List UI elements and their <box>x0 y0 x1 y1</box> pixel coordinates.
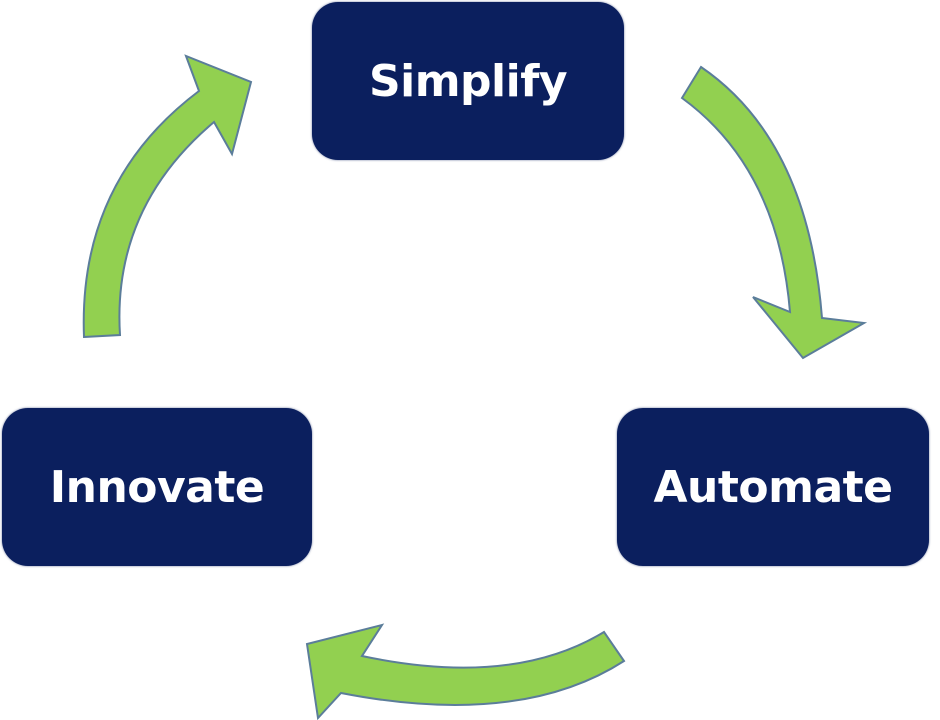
arrow-automate-to-innovate <box>305 623 626 720</box>
arrow-simplify-to-automate <box>680 65 868 360</box>
node-simplify-label: Simplify <box>368 55 568 107</box>
node-innovate: Innovate <box>2 408 312 566</box>
node-simplify: Simplify <box>312 2 624 160</box>
node-automate-label: Automate <box>653 461 893 513</box>
node-automate: Automate <box>617 408 929 566</box>
node-innovate-label: Innovate <box>49 461 265 513</box>
arrow-innovate-to-simplify <box>82 54 253 339</box>
